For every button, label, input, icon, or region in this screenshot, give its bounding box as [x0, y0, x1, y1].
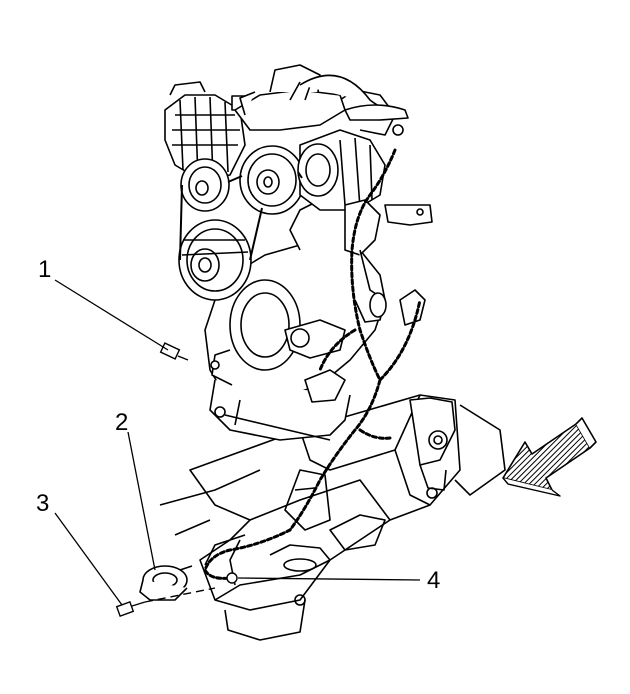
frame-cradle	[159, 394, 506, 641]
alternator	[164, 81, 251, 181]
bolt-1	[159, 342, 189, 361]
leader-line-2	[127, 431, 156, 571]
crank-pulley	[178, 219, 252, 301]
wiring-harness	[203, 148, 422, 580]
leader-line-3	[54, 512, 123, 606]
drive-belt	[179, 171, 303, 261]
forward-arrow-icon	[502, 417, 597, 497]
callout-4: 4	[427, 567, 440, 594]
ground-strap-connector	[139, 565, 193, 601]
callout-2: 2	[115, 409, 128, 436]
ground-point-4	[226, 572, 238, 584]
accessory-pulley	[239, 145, 305, 215]
bolt-3-alignment-line	[144, 587, 216, 603]
callout-3: 3	[36, 490, 49, 517]
leader-line-1	[54, 279, 169, 351]
leader-line-4	[237, 577, 421, 581]
idler-pulley	[180, 158, 230, 212]
callout-1: 1	[38, 256, 51, 283]
bolt-3	[115, 601, 146, 617]
leader-lines	[54, 279, 421, 606]
intake-manifold	[234, 64, 409, 136]
engine-mount-bracket	[344, 199, 433, 326]
engine-block	[204, 199, 386, 441]
